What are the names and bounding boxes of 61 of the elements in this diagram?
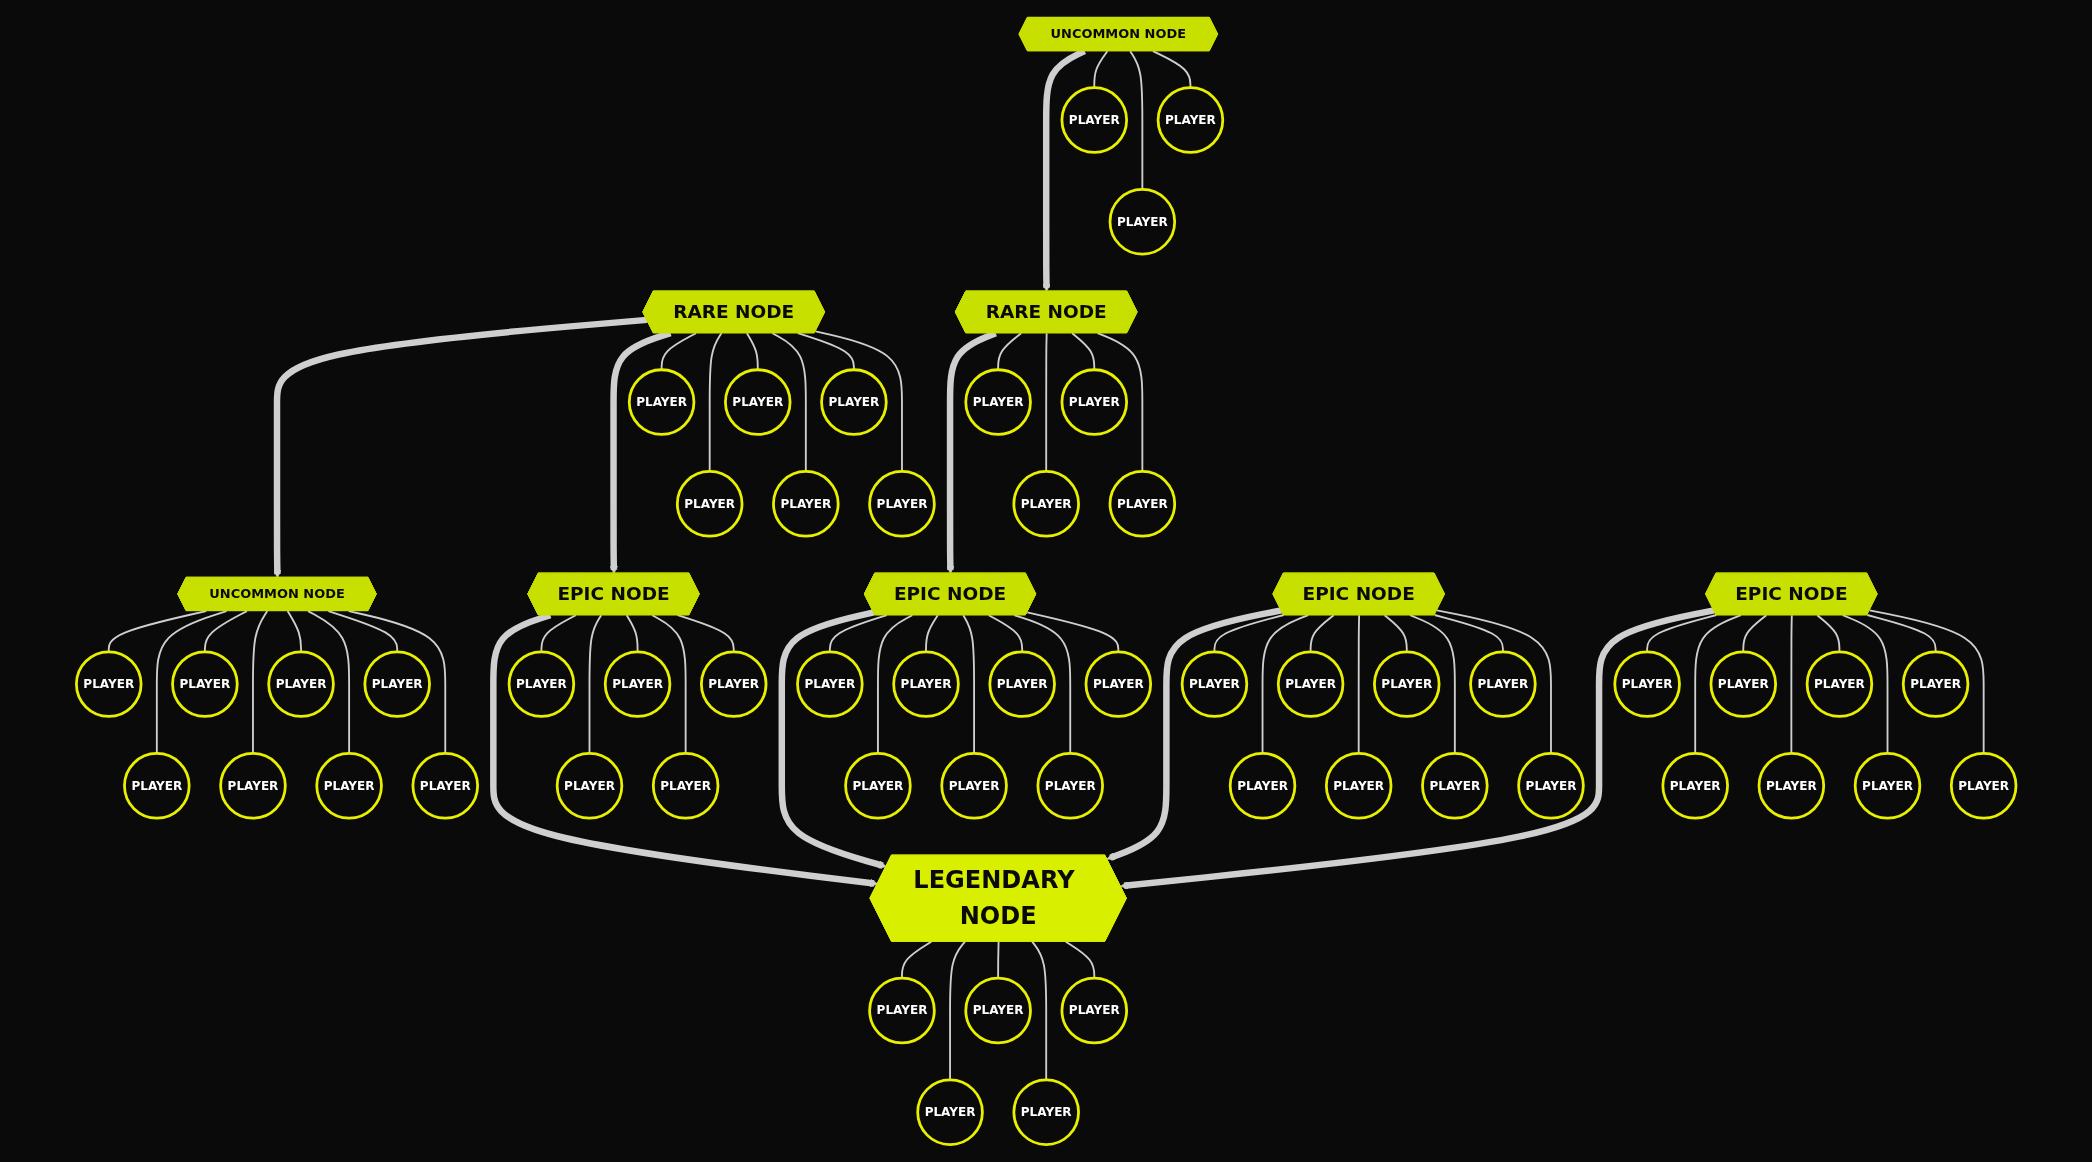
node-circle: PLAYER [1517,752,1585,820]
node-circle: PLAYER [74,650,143,718]
node-circle: PLAYER [1156,86,1224,154]
node-circle: PLAYER [1060,368,1128,436]
node-circle: PLAYER [988,650,1056,718]
node-circle: PLAYER [795,650,864,718]
arrow [1106,607,1282,861]
node-circle: PLAYER [1060,86,1128,154]
node-circle: PLAYER [723,368,792,436]
arrow [273,316,648,579]
node-circle: PLAYER [1036,752,1104,820]
arrow [1119,607,1715,890]
arrow [489,612,878,888]
node-circle: PLAYER [603,650,672,718]
node-circle: PLAYER [916,1078,984,1146]
node-circle: PLAYER [122,752,191,820]
node-circle: PLAYER [651,752,720,820]
node-circle: PLAYER [1060,976,1128,1045]
node-circle: PLAYER [219,752,287,820]
node-circle: PLAYER [819,368,888,436]
node-circle: PLAYER [868,470,936,538]
node-circle: PLAYER [627,368,696,436]
node-circle: PLAYER [315,752,383,820]
arrow [778,609,887,869]
node-circle: PLAYER [868,976,936,1045]
node-circle: PLAYER [1276,650,1345,718]
node-circle: PLAYER [1108,188,1176,256]
node-circle: PLAYER [411,752,479,820]
node-circle: PLAYER [964,976,1032,1045]
node-circle: PLAYER [507,650,575,718]
node-circle: PLAYER [1108,470,1176,538]
node-circle: PLAYER [771,470,840,538]
node-circle: PLAYER [699,650,768,718]
node-circle: PLAYER [844,752,912,820]
node-circle: PLAYER [675,470,744,538]
node-circle: PLAYER [267,650,335,718]
node-circle: PLAYER [1757,752,1825,820]
node-circle: PLAYER [1468,650,1537,718]
node-circle: PLAYER [892,650,960,718]
connector [1031,940,1047,1081]
node-circle: PLAYER [1613,650,1681,718]
node-circle: PLAYER [964,368,1032,436]
node-circle: PLAYER [940,752,1008,820]
node-circle: PLAYER [1372,650,1441,718]
node-circle: PLAYER [555,752,624,820]
node-circle: PLAYER [1228,752,1297,820]
node-circle: PLAYER [1853,752,1922,820]
connector [948,940,966,1081]
node-circle: PLAYER [1949,752,2018,820]
node-circle: PLAYER [1805,650,1873,718]
node-circle: PLAYER [1324,752,1393,820]
node-circle: PLAYER [1012,1078,1080,1146]
node-circle: PLAYER [363,650,431,718]
node-circle: PLAYER [1180,650,1248,718]
node-circle: PLAYER [170,650,239,718]
node-circle: PLAYER [1084,650,1152,718]
node-circle: PLAYER [1901,650,1970,718]
node-circle: PLAYER [1661,752,1729,820]
node-circle: PLAYER [1012,470,1080,538]
node-circle: PLAYER [1420,752,1489,820]
node-circle: PLAYER [1709,650,1777,718]
